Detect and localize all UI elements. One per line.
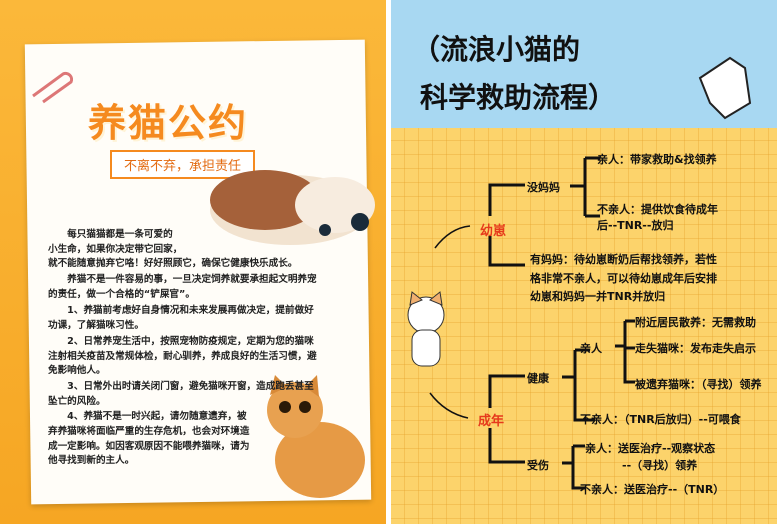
node-kitten: 幼崽 <box>480 224 507 239</box>
kitten-illustration <box>407 291 445 367</box>
node-injured: 受伤 <box>527 459 549 472</box>
body-line: 免影响他人。 <box>48 365 106 376</box>
body-line: 4、养猫不是一时兴起，请勿随意遗弃，被 <box>48 411 247 422</box>
body-line: 小生命，如果你决定带它回家， <box>48 244 183 255</box>
body-line: 功课，了解猫咪习性。 <box>48 320 144 331</box>
node-has-mom-3: 幼崽和妈妈一并TNR并放归 <box>530 290 666 303</box>
body-line: 成一定影响。如因客观原因不能喂养猫咪，请为 <box>48 441 250 452</box>
body-line: 养猫不是一件容易的事，一旦决定饲养就要承担起文明养宠 <box>48 274 317 285</box>
tabby-cat-illustration <box>267 375 365 498</box>
body-line: 就不能随意抛弃它咯！好好照顾它，确保它健康快乐成长。 <box>48 258 298 269</box>
node-no-mom: 没妈妈 <box>527 181 560 194</box>
flowchart-lines <box>429 156 635 490</box>
hand-pointing-icon <box>698 56 752 120</box>
poster-left: 养猫公约 不离不弃，承担责任 每只猫猫都是一条可爱的 小生命，如果你决定带它回家… <box>0 0 388 524</box>
body-line: 弃养猫咪将面临严重的生存危机，也会对环境造 <box>48 426 250 437</box>
flow-title-line2: 科学救助流程） <box>420 81 617 114</box>
node-no-mom-friendly: 亲人：带家救助&找领养 <box>597 153 717 166</box>
node-no-mom-unfriendly-2: 后--TNR--放归 <box>597 219 674 232</box>
body-line: 3、日常外出时请关闭门窗，避免猫咪开窗，造成跑丢甚至 <box>48 381 314 392</box>
body-line: 注射相关疫苗及常规体检，耐心驯养，养成良好的生活习惯，避 <box>48 351 317 362</box>
node-abandoned-cat: 被遗弃猫咪：（寻找）领养 <box>635 378 762 391</box>
body-line: 每只猫猫都是一条可爱的 <box>48 229 173 240</box>
node-healthy-friendly: 亲人 <box>580 342 602 355</box>
node-healthy-unfriendly: 不亲人：（TNR后放归）--可喂食 <box>580 413 741 426</box>
poster-subtitle: 不离不弃，承担责任 <box>110 150 256 179</box>
flow-title-line1: （流浪小猫的 <box>412 33 581 66</box>
body-line: 的责任，做一个合格的“铲屎官”。 <box>48 289 195 300</box>
body-line: 1、养猫前考虑好自身情况和未来发展再做决定，提前做好 <box>48 305 314 316</box>
paperclip-icon <box>32 71 74 104</box>
sleeping-cat-illustration <box>210 170 375 245</box>
node-has-mom: 有妈妈：待幼崽断奶后帮找领养，若性 <box>530 253 717 266</box>
node-has-mom-2: 格非常不亲人，可以待幼崽成年后安排 <box>530 272 717 285</box>
poster-title: 养猫公约 <box>88 101 249 145</box>
body-line: 2、日常养宠生活中，按照宠物防疫规定，定期为您的猫咪 <box>48 336 314 347</box>
body-line: 坠亡的风险。 <box>48 396 106 407</box>
divider <box>386 0 391 524</box>
node-healthy: 健康 <box>527 372 549 385</box>
node-no-mom-unfriendly: 不亲人：提供饮食待成年 <box>597 203 718 216</box>
body-line: 他寻找到新的主人。 <box>48 455 135 466</box>
node-adult: 成年 <box>478 414 505 429</box>
node-injured-friendly: 亲人：送医治疗--观察状态 <box>585 442 716 455</box>
node-injured-friendly-2: --（寻找）领养 <box>622 459 698 472</box>
node-resident-fed: 附近居民散养：无需救助 <box>635 316 756 329</box>
node-injured-unfriendly: 不亲人：送医治疗--（TNR） <box>580 483 725 496</box>
node-lost-cat: 走失猫咪：发布走失启示 <box>635 342 756 355</box>
